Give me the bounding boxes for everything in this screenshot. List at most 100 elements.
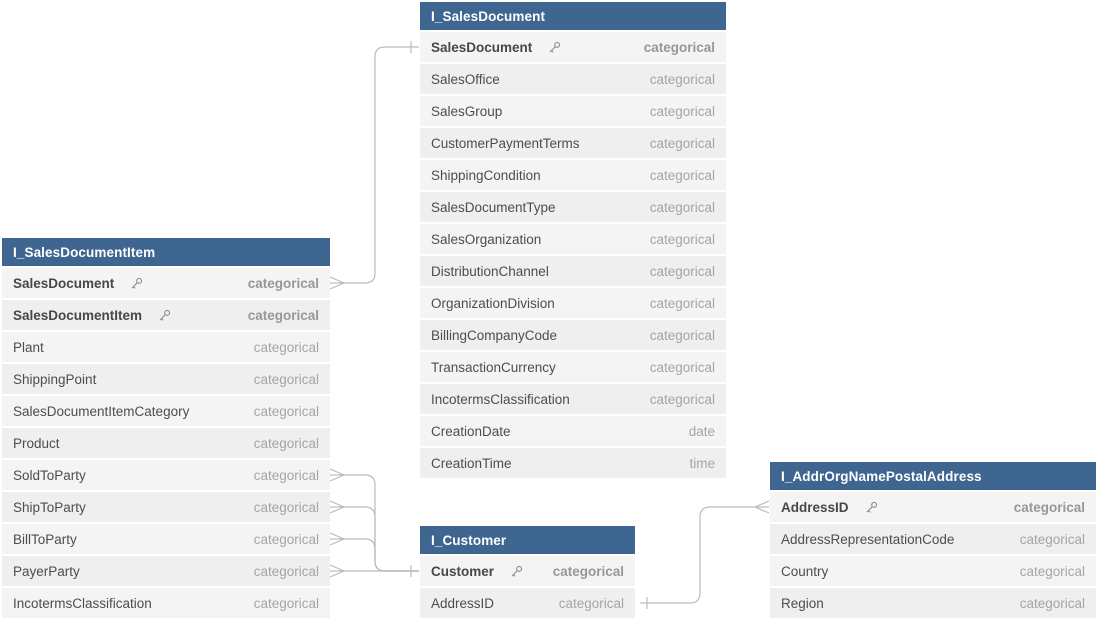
field-name: AddressRepresentationCode bbox=[781, 531, 955, 547]
field-name: DistributionChannel bbox=[431, 263, 549, 279]
field-type: categorical bbox=[253, 531, 319, 547]
field-type: categorical bbox=[649, 103, 715, 119]
field-name: OrganizationDivision bbox=[431, 295, 555, 311]
crow-foot-many-marker bbox=[329, 276, 346, 290]
connection-addressid-postaladdress[interactable] bbox=[640, 500, 770, 609]
field-row-customer[interactable]: Customer categorical bbox=[420, 556, 635, 586]
field-row-organizationdivision[interactable]: OrganizationDivision categorical bbox=[420, 288, 726, 318]
field-row-salesoffice[interactable]: SalesOffice categorical bbox=[420, 64, 726, 94]
field-row-salesdocument[interactable]: SalesDocument categorical bbox=[2, 268, 330, 298]
connection-salesdocumentitem-salesdocument[interactable] bbox=[329, 41, 419, 290]
field-type: categorical bbox=[1013, 499, 1085, 515]
crow-foot-many-marker bbox=[329, 500, 346, 514]
field-name: SalesDocument bbox=[13, 275, 115, 291]
field-name: IncotermsClassification bbox=[13, 595, 152, 611]
field-type: categorical bbox=[1019, 531, 1085, 547]
field-name: CustomerPaymentTerms bbox=[431, 135, 580, 151]
field-type: categorical bbox=[558, 595, 624, 611]
field-name: PayerParty bbox=[13, 563, 80, 579]
table-header-i_salesdocumentitem[interactable]: I_SalesDocumentItem bbox=[2, 238, 330, 266]
field-type: categorical bbox=[649, 359, 715, 375]
field-name: BillingCompanyCode bbox=[431, 327, 558, 343]
field-type: categorical bbox=[643, 39, 715, 55]
field-type: categorical bbox=[649, 199, 715, 215]
key-icon bbox=[158, 309, 171, 322]
field-type: categorical bbox=[552, 563, 624, 579]
field-name: AddressID bbox=[431, 595, 495, 611]
field-name: TransactionCurrency bbox=[431, 359, 556, 375]
field-name: ShippingPoint bbox=[13, 371, 97, 387]
connection-line[interactable] bbox=[640, 506, 769, 604]
connection-line[interactable] bbox=[330, 46, 419, 284]
field-name: SalesDocumentItem bbox=[13, 307, 143, 323]
field-name: SalesOrganization bbox=[431, 231, 542, 247]
table-header-i_customer[interactable]: I_Customer bbox=[420, 526, 635, 554]
field-type: categorical bbox=[253, 339, 319, 355]
field-row-salesorganization[interactable]: SalesOrganization categorical bbox=[420, 224, 726, 254]
crow-foot-many-marker bbox=[329, 468, 346, 482]
field-name: Customer bbox=[431, 563, 495, 579]
field-type: categorical bbox=[253, 563, 319, 579]
crow-foot-many-marker bbox=[329, 564, 346, 578]
field-name: Country bbox=[781, 563, 829, 579]
field-name: SalesDocumentItemCategory bbox=[13, 403, 190, 419]
field-type: categorical bbox=[253, 467, 319, 483]
field-row-addressid[interactable]: AddressID categorical bbox=[770, 492, 1096, 522]
field-type: categorical bbox=[649, 231, 715, 247]
field-row-shippingpoint[interactable]: ShippingPoint categorical bbox=[2, 364, 330, 394]
field-type: categorical bbox=[253, 371, 319, 387]
field-type: time bbox=[689, 455, 715, 471]
field-row-billtoparty[interactable]: BillToParty categorical bbox=[2, 524, 330, 554]
field-row-payerparty[interactable]: PayerParty categorical bbox=[2, 556, 330, 586]
field-type: categorical bbox=[253, 435, 319, 451]
field-type: categorical bbox=[649, 295, 715, 311]
field-name: AddressID bbox=[781, 499, 849, 515]
field-row-transactioncurrency[interactable]: TransactionCurrency categorical bbox=[420, 352, 726, 382]
field-row-addressrepresentationcode[interactable]: AddressRepresentationCode categorical bbox=[770, 524, 1096, 554]
field-name: SalesOffice bbox=[431, 71, 500, 87]
crow-foot-many-marker bbox=[753, 500, 770, 514]
crow-foot-many-marker bbox=[329, 532, 346, 546]
field-type: categorical bbox=[247, 275, 319, 291]
field-row-product[interactable]: Product categorical bbox=[2, 428, 330, 458]
key-icon bbox=[548, 41, 561, 54]
field-row-addressid[interactable]: AddressID categorical bbox=[420, 588, 635, 618]
field-name: Product bbox=[13, 435, 60, 451]
field-row-salesdocumentitemcategory[interactable]: SalesDocumentItemCategory categorical bbox=[2, 396, 330, 426]
connection-payerparty-customer[interactable] bbox=[329, 564, 419, 578]
field-row-salesdocumenttype[interactable]: SalesDocumentType categorical bbox=[420, 192, 726, 222]
field-name: IncotermsClassification bbox=[431, 391, 570, 407]
field-type: categorical bbox=[649, 71, 715, 87]
field-name: BillToParty bbox=[13, 531, 77, 547]
field-type: categorical bbox=[253, 403, 319, 419]
field-name: ShippingCondition bbox=[431, 167, 541, 183]
table-header-i_addrorgnamepostaladdress[interactable]: I_AddrOrgNamePostalAddress bbox=[770, 462, 1096, 490]
connection-line[interactable] bbox=[330, 538, 419, 572]
field-name: SalesDocumentType bbox=[431, 199, 556, 215]
table-header-i_salesdocument[interactable]: I_SalesDocument bbox=[420, 2, 726, 30]
key-icon bbox=[510, 565, 523, 578]
field-name: CreationDate bbox=[431, 423, 511, 439]
